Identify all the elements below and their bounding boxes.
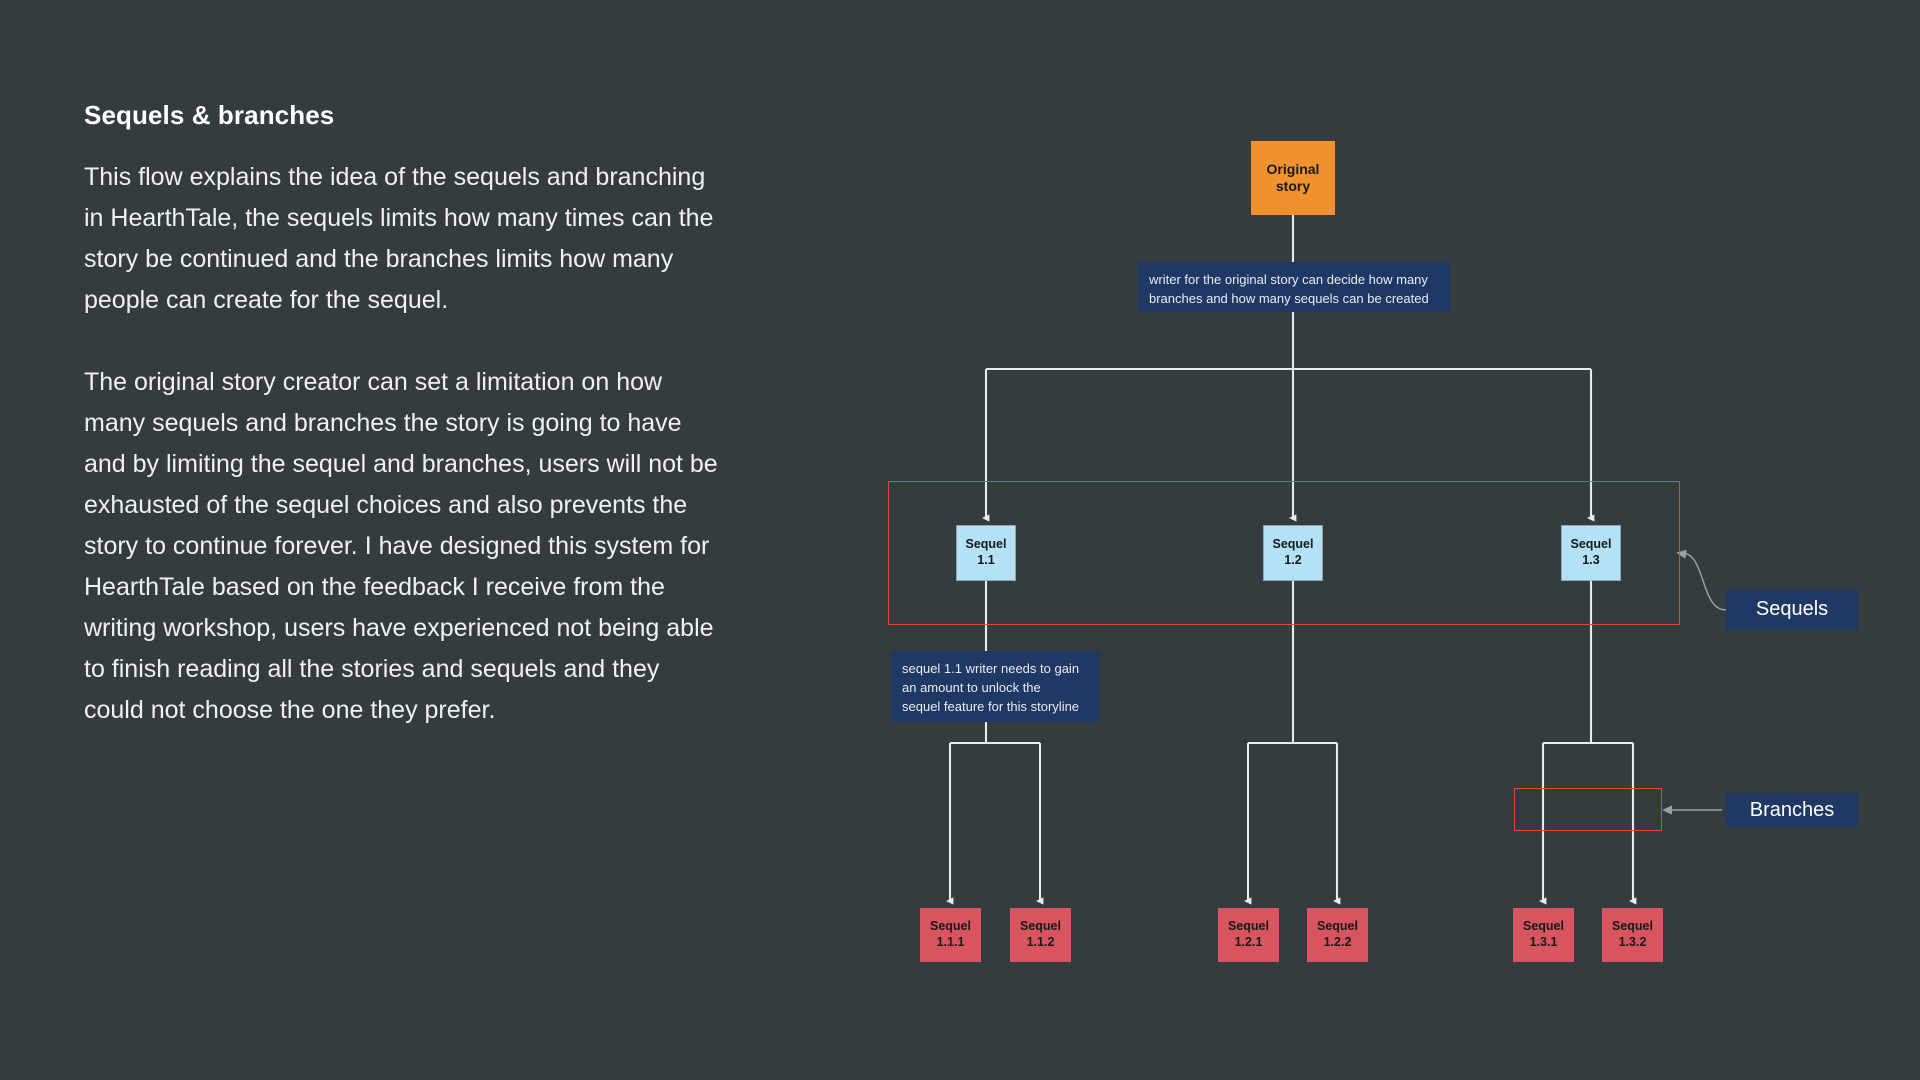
node-sequel-1-2-2-line1: Sequel xyxy=(1317,919,1358,934)
node-sequel-1-2-1-line2: 1.2.1 xyxy=(1234,935,1263,949)
node-sequel-1-3-2-line1: Sequel xyxy=(1612,919,1653,934)
node-sequel-1-3-line1: Sequel xyxy=(1570,537,1612,552)
node-sequel-1-1-1-line1: Sequel xyxy=(930,919,971,934)
node-sequel-1-2-line1: Sequel xyxy=(1272,537,1314,552)
node-sequel-1-3[interactable]: Sequel 1.3 xyxy=(1561,525,1621,581)
callout-branches: Branches xyxy=(1726,793,1858,828)
node-sequel-1-1-2[interactable]: Sequel 1.1.2 xyxy=(1010,908,1071,962)
node-sequel-1-2[interactable]: Sequel 1.2 xyxy=(1263,525,1323,581)
note-sequel-unlock: sequel 1.1 writer needs to gain an amoun… xyxy=(891,651,1100,722)
node-original-story[interactable]: Original story xyxy=(1251,141,1335,215)
node-sequel-1-3-1[interactable]: Sequel 1.3.1 xyxy=(1513,908,1574,962)
node-sequel-1-1-1-line2: 1.1.1 xyxy=(936,935,965,949)
node-sequel-1-1-2-line2: 1.1.2 xyxy=(1026,935,1055,949)
node-sequel-1-2-line2: 1.2 xyxy=(1284,553,1302,567)
node-sequel-1-1-2-line1: Sequel xyxy=(1020,919,1061,934)
page-title: Sequels & branches xyxy=(84,100,335,130)
node-sequel-1-1-line1: Sequel xyxy=(965,537,1007,552)
branches-highlight-rect xyxy=(1514,788,1662,831)
node-sequel-1-3-1-line1: Sequel xyxy=(1523,919,1564,934)
node-sequel-1-3-line2: 1.3 xyxy=(1582,553,1600,567)
leader-line-sequels xyxy=(1681,552,1727,611)
article-paragraph-2: The original story creator can set a lim… xyxy=(84,368,718,724)
note-root-rules: writer for the original story can decide… xyxy=(1138,262,1450,312)
callout-sequels: Sequels xyxy=(1726,589,1858,630)
node-sequel-1-3-2-line2: 1.3.2 xyxy=(1618,935,1647,949)
node-sequel-1-1-1[interactable]: Sequel 1.1.1 xyxy=(920,908,981,962)
node-sequel-1-3-2[interactable]: Sequel 1.3.2 xyxy=(1602,908,1663,962)
node-sequel-1-3-1-line2: 1.3.1 xyxy=(1529,935,1558,949)
sequels-highlight-rect xyxy=(888,481,1680,625)
node-sequel-1-1-line2: 1.1 xyxy=(977,553,995,567)
node-sequel-1-1[interactable]: Sequel 1.1 xyxy=(956,525,1016,581)
node-original-story-line1: Original xyxy=(1266,160,1320,177)
node-sequel-1-2-2-line2: 1.2.2 xyxy=(1323,935,1352,949)
node-sequel-1-2-2[interactable]: Sequel 1.2.2 xyxy=(1307,908,1368,962)
node-sequel-1-2-1[interactable]: Sequel 1.2.1 xyxy=(1218,908,1279,962)
node-original-story-line2: story xyxy=(1275,178,1311,194)
leader-arrow-branches xyxy=(1662,805,1672,815)
article-text-column: Sequels & branches This flow explains th… xyxy=(84,100,724,731)
article-paragraph-1: This flow explains the idea of the seque… xyxy=(84,163,714,314)
node-sequel-1-2-1-line1: Sequel xyxy=(1228,919,1269,934)
